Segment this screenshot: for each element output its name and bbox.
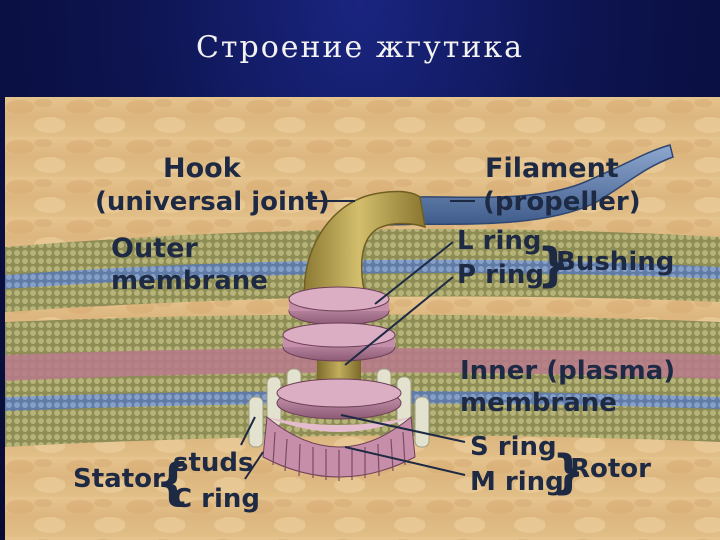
label-inner: Inner (plasma) [460,356,675,386]
hook [303,190,426,303]
bushing-brace: } [537,238,570,292]
label-bushing: Bushing [556,247,674,277]
slide-title: Строение жгутика [195,30,525,65]
label-filament: Filament [485,153,619,184]
label-filament-sub: (propeller) [483,187,641,217]
m-ring [262,416,416,478]
label-s-ring: S ring [470,432,557,462]
label-stator: Stator [73,464,165,494]
label-l-ring: L ring [457,226,541,256]
label-c-ring: C ring [173,484,260,514]
label-p-ring: P ring [457,260,544,290]
filament [373,144,674,226]
stator-brace: { [155,453,191,511]
c-ring [272,431,406,481]
outer-membrane [5,229,720,312]
label-inner-sub: membrane [460,388,617,418]
label-hook: Hook [163,153,242,184]
label-m-ring: M ring [470,467,564,497]
s-ring [276,378,402,420]
label-outer-sub: membrane [111,266,268,296]
l-ring [288,286,390,326]
p-ring [282,322,396,362]
label-rotor: Rotor [570,454,651,484]
label-outer: Outer [111,233,198,264]
flagellum-diagram: Hook (universal joint) Filament (propell… [5,97,720,540]
leader-lines [240,200,475,480]
label-studs: studs [173,448,254,478]
rotor-brace: } [552,445,585,499]
flagellum-illustration: Hook (universal joint) Filament (propell… [5,97,720,540]
label-hook-sub: (universal joint) [95,187,330,217]
